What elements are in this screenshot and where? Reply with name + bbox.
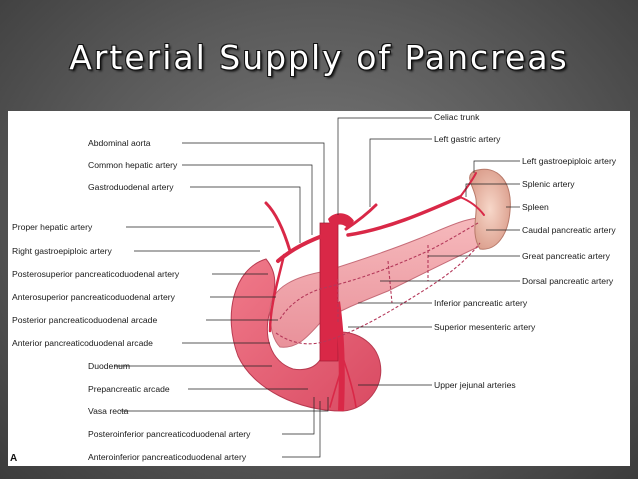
label-common-hepatic-artery: Common hepatic artery (88, 160, 178, 170)
label-posteroinferior-pancreaticoduodenal-artery: Posteroinferior pancreaticoduodenal arte… (88, 429, 251, 439)
pancreas-artery-diagram: Abdominal aorta Common hepatic artery Ga… (10, 112, 617, 464)
label-anterosuperior-pancreaticoduodenal-artery: Anterosuperior pancreaticoduodenal arter… (12, 292, 176, 302)
label-great-pancreatic-artery: Great pancreatic artery (522, 251, 611, 261)
panel-letter: A (10, 453, 17, 464)
right-leader-lines (337, 117, 520, 386)
left-leader-lines (114, 142, 329, 458)
label-posterior-pancreaticoduodenal-arcade: Posterior pancreaticoduodenal arcade (12, 315, 157, 325)
label-gastroduodenal-artery: Gastroduodenal artery (88, 182, 174, 192)
spleen-shape (469, 168, 511, 250)
label-right-gastroepiploic-artery: Right gastroepiploic artery (12, 246, 113, 256)
label-upper-jejunal-arteries: Upper jejunal arteries (434, 380, 516, 390)
label-spleen: Spleen (522, 202, 549, 212)
label-superior-mesenteric-artery: Superior mesenteric artery (434, 322, 536, 332)
label-splenic-artery: Splenic artery (522, 179, 575, 189)
label-duodenum: Duodenum (88, 361, 130, 371)
arterial-branches (264, 172, 485, 408)
label-left-gastroepiploic-artery: Left gastroepiploic artery (522, 156, 617, 166)
label-vasa-recta: Vasa recta (88, 406, 129, 416)
label-left-gastric-artery: Left gastric artery (434, 134, 501, 144)
label-proper-hepatic-artery: Proper hepatic artery (12, 222, 93, 232)
label-anterior-pancreaticoduodenal-arcade: Anterior pancreaticoduodenal arcade (12, 338, 153, 348)
anatomy-figure: Abdominal aorta Common hepatic artery Ga… (8, 111, 630, 466)
label-celiac-trunk: Celiac trunk (434, 112, 480, 122)
label-abdominal-aorta: Abdominal aorta (88, 138, 151, 148)
label-posterosuperior-pancreaticoduodenal-artery: Posterosuperior pancreaticoduodenal arte… (12, 269, 180, 279)
label-caudal-pancreatic-artery: Caudal pancreatic artery (522, 225, 616, 235)
label-inferior-pancreatic-artery: Inferior pancreatic artery (434, 298, 528, 308)
superior-mesenteric-vessel (334, 301, 345, 411)
celiac-trunk-vessel (328, 213, 354, 229)
label-anteroinferior-pancreaticoduodenal-artery: Anteroinferior pancreaticoduodenal arter… (88, 452, 247, 462)
slide-title: Arterial Supply of Pancreas (69, 38, 569, 77)
label-prepancreatic-arcade: Prepancreatic arcade (88, 384, 170, 394)
label-dorsal-pancreatic-artery: Dorsal pancreatic artery (522, 276, 614, 286)
